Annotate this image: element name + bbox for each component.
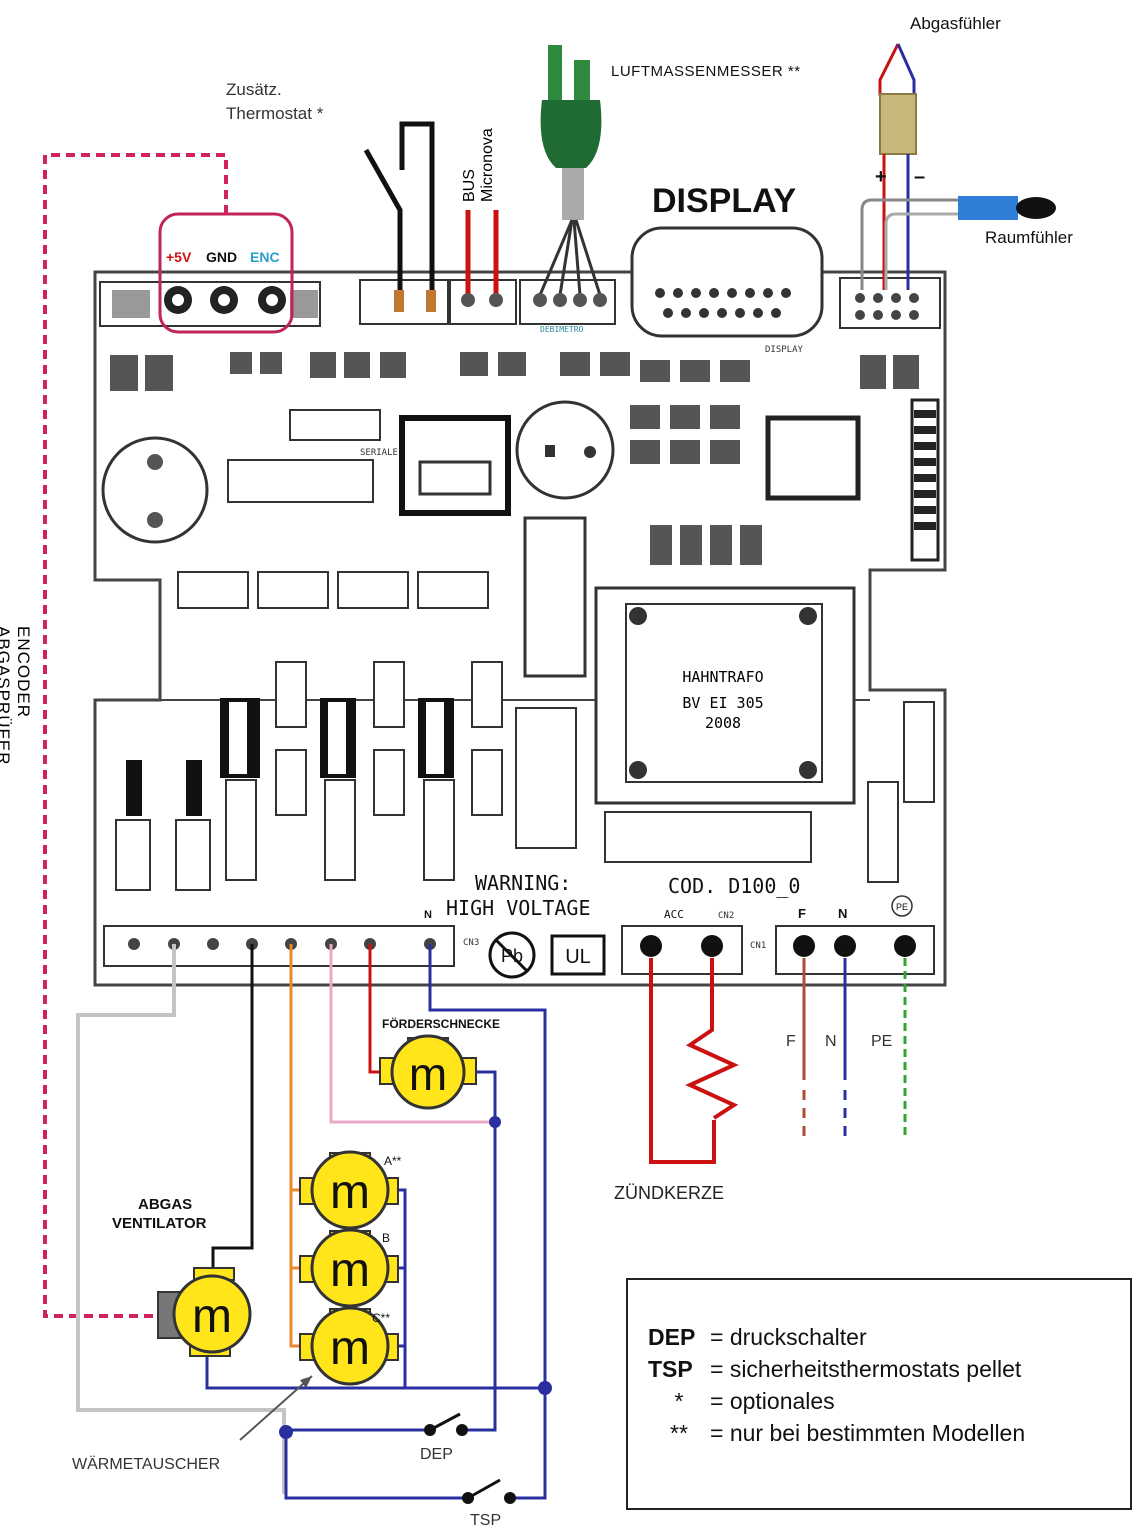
motor-b: m (299, 1228, 399, 1308)
f-label: F (786, 1033, 796, 1050)
pcb-cn2-text: CN2 (718, 911, 734, 921)
legend-text: = druckschalter (710, 1324, 867, 1350)
cod-text: COD. D100_0 (668, 874, 800, 898)
minus-label: – (914, 166, 925, 188)
motor-c: m (299, 1306, 399, 1386)
pe-label: PE (871, 1033, 893, 1050)
raumfuehler-sensor (860, 196, 1056, 290)
thermostat-label: Thermostat * (226, 104, 324, 123)
motor-m-text: m (330, 1322, 370, 1375)
motor-c-label: C** (372, 1311, 390, 1325)
gnd-label: GND (206, 249, 237, 265)
waermetauscher-label: WÄRMETAUSCHER (72, 1456, 221, 1473)
pb-text: Pb (501, 946, 523, 966)
motor-m-text: m (330, 1166, 370, 1219)
motor-m-text: m (330, 1244, 370, 1297)
terminal-strip-cn3 (103, 925, 455, 967)
tsp-switch (462, 1478, 516, 1504)
warning-text-2: HIGH VOLTAGE (446, 896, 591, 920)
legend-text: = nur bei bestimmten Modellen (710, 1420, 1026, 1446)
ul-mark (550, 934, 606, 976)
legend-row: DEP = druckschalter (648, 1324, 867, 1351)
transformer-label-2: BV EI 305 (682, 694, 763, 712)
transformer-label-1: HAHNTRAFO (682, 668, 763, 686)
pcb-debimetro-text: DEBIMETRO (540, 325, 584, 334)
board-f-text: F (798, 906, 806, 921)
legend-row: TSP = sicherheitsthermostats pellet (648, 1356, 1021, 1383)
zuendkerze-wires (649, 958, 739, 1164)
grey-wire (76, 944, 286, 1494)
abgasfuehler-label: Abgasfühler (910, 14, 1001, 33)
zuendkerze-label: ZÜNDKERZE (614, 1183, 725, 1203)
n-label: N (825, 1033, 837, 1050)
legend-key: * (674, 1388, 684, 1414)
bus-micronova-label: BUS Micronova (461, 128, 496, 202)
foerderschnecke-motor: m (379, 1034, 477, 1110)
board-pe-text: PE (896, 902, 908, 912)
plus5v-label: +5V (166, 249, 192, 265)
legend-key: ** (670, 1420, 688, 1446)
display-label: DISPLAY (652, 182, 797, 220)
board-n2-text: N (424, 909, 432, 921)
plus-label: + (875, 166, 887, 188)
black-wire (211, 944, 254, 1270)
mains-wires (802, 958, 907, 1140)
enc-label: ENC (250, 249, 280, 265)
motor-m-text: m (192, 1290, 232, 1343)
pcb-board: HAHNTRAFO BV EI 305 2008 SERIALE DISPLAY… (93, 226, 947, 987)
abgasfuehler-sensor (878, 43, 917, 290)
encoder-connector: +5V GND ENC (158, 212, 294, 334)
encoder-wire (43, 153, 228, 1318)
tsp-label: TSP (470, 1512, 502, 1529)
motor-m-text: m (409, 1048, 447, 1100)
legend-box: DEP = druckschalter TSP = sicherheitstherm… (626, 1278, 1132, 1510)
legend-key: TSP (648, 1356, 693, 1382)
encoder-label: ENCODER ABGASPRÜFER (0, 626, 33, 766)
thermostat-switch (363, 121, 435, 310)
foerderschnecke-label: FÖRDERSCHNECKE (382, 1017, 501, 1031)
dep-switch (424, 1412, 468, 1436)
abgas-ventilator-motor: m (157, 1267, 252, 1357)
ul-text: UL (565, 946, 591, 968)
transformer-label-3: 2008 (705, 714, 741, 732)
pcb-cn1-text: CN1 (750, 941, 766, 951)
pink-wire (329, 944, 495, 1124)
dep-label: DEP (420, 1446, 453, 1463)
bus-micronova-wires (465, 210, 499, 300)
motor-a: m (299, 1150, 399, 1230)
legend-row: * = optionales (648, 1388, 835, 1415)
motor-a-label: A** (384, 1154, 402, 1168)
zusaetz-label: Zusätz. (226, 80, 282, 99)
board-n-text: N (838, 906, 847, 921)
ventilator-label: VENTILATOR (112, 1215, 207, 1232)
warning-text-1: WARNING: (475, 871, 571, 895)
legend-row: ** = nur bei bestimmten Modellen (648, 1420, 1025, 1447)
pcb-cn3-text: CN3 (463, 938, 479, 948)
abgas-label: ABGAS (138, 1196, 193, 1213)
blue-n-wire (428, 944, 547, 1500)
acc-text: ACC (664, 908, 684, 921)
legend-text: = optionales (710, 1388, 835, 1414)
legend-key: DEP (648, 1324, 696, 1350)
motor-b-label: B (382, 1231, 390, 1245)
terminal-strip-cn2 (621, 925, 743, 975)
legend-text: = sicherheitsthermostats pellet (710, 1356, 1022, 1382)
orange-wire (289, 944, 318, 1348)
luftmassenmesser-label: LUFTMASSENMESSER ** (611, 63, 801, 80)
pcb-seriale-text: SERIALE (360, 448, 398, 458)
pcb-display-text: DISPLAY (765, 345, 804, 355)
raumfuehler-label: Raumfühler (985, 228, 1073, 247)
luftmassenmesser-sensor (533, 45, 607, 307)
